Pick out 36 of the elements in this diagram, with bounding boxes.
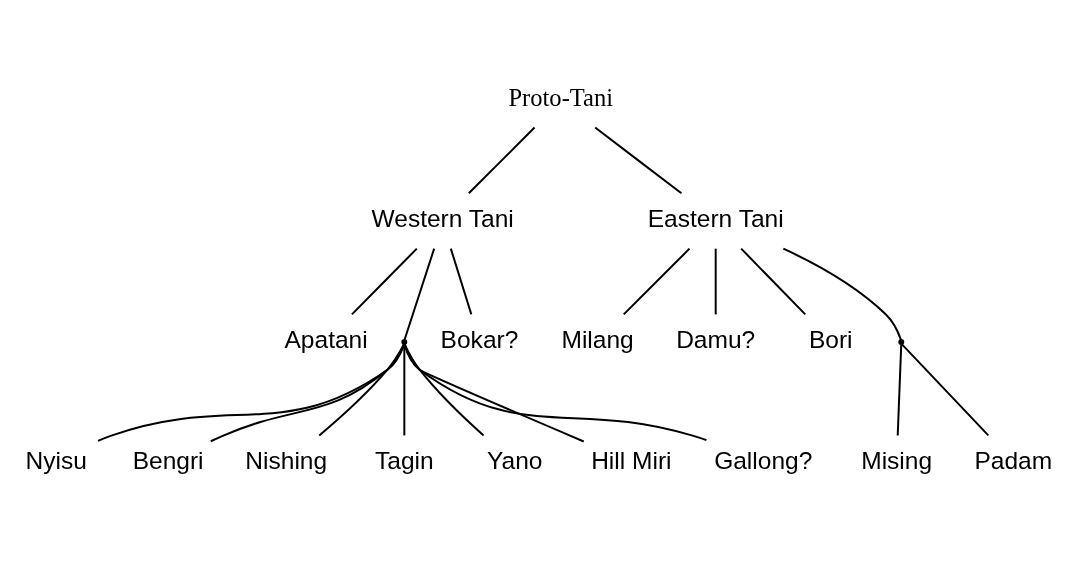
node-text: Yano [487, 447, 543, 475]
connector [350, 247, 418, 316]
connector [403, 247, 436, 341]
connector [467, 126, 536, 195]
node-text: Western Tani [371, 204, 514, 232]
node-text: Bokar? [440, 325, 519, 353]
connector [740, 247, 807, 316]
connector [403, 343, 585, 443]
node-point [401, 339, 408, 346]
connector [714, 247, 717, 316]
node-text: Nishing [245, 447, 328, 475]
node-text: Nyisu [25, 447, 87, 475]
connector [622, 247, 691, 316]
node-text: Gallong? [714, 447, 813, 475]
node-text: Padam [974, 447, 1053, 475]
connector [209, 343, 406, 443]
connector [782, 247, 902, 341]
node-text: Bori [808, 325, 853, 353]
node-text: Bengri [132, 447, 204, 475]
connector [901, 343, 990, 437]
node-text: Proto-Tani [508, 83, 614, 111]
connector [896, 343, 903, 437]
connector [97, 343, 406, 442]
node-text: Milang [561, 325, 634, 353]
connector [318, 343, 405, 437]
node-point [898, 339, 905, 346]
connector [449, 247, 473, 316]
connector [403, 343, 485, 437]
connector [594, 126, 683, 195]
node-text: Eastern Tani [647, 204, 784, 232]
node-text: Damu? [676, 325, 756, 353]
connector [403, 343, 708, 442]
node-text: Apatani [284, 325, 368, 353]
node-text: Hill Miri [591, 447, 672, 475]
node-text: Tagin [375, 447, 434, 475]
node-text: Mising [861, 447, 933, 475]
